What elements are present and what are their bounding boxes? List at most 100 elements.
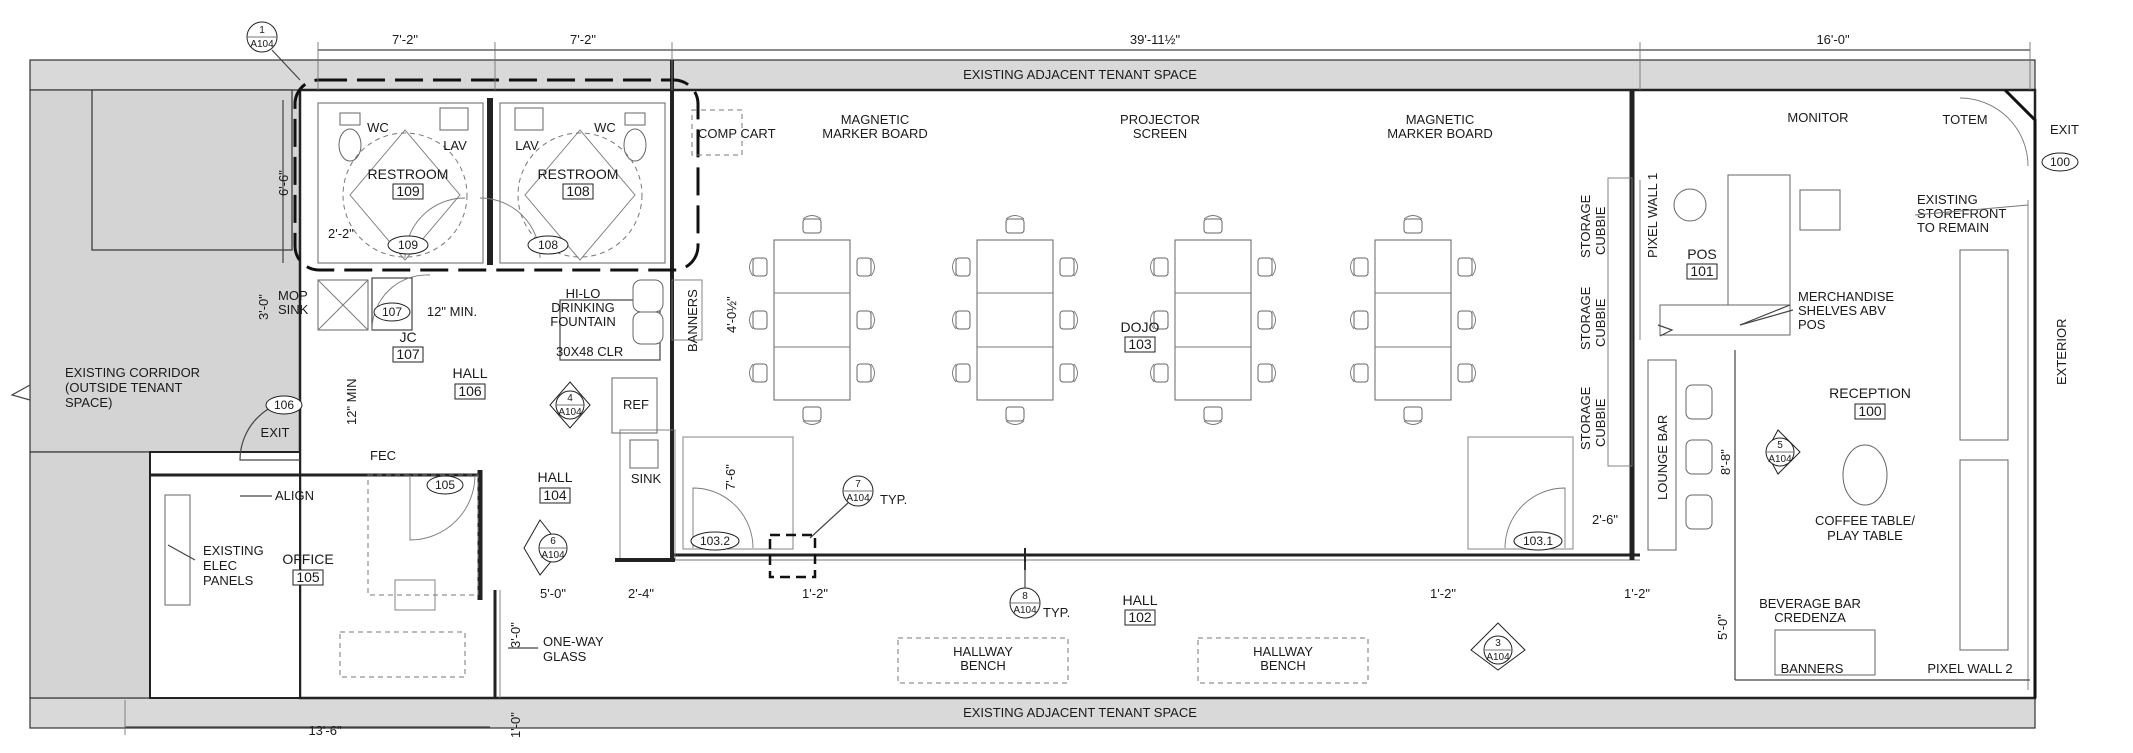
elec-panels (339, 631, 466, 678)
dim-1-2-a: 1'-2" (802, 586, 828, 601)
room-104-name: HALL (537, 469, 572, 485)
label-bench-1a: HALLWAY (953, 644, 1013, 659)
door-tag-108: 108 (538, 238, 558, 252)
room-107-name: JC (399, 329, 416, 345)
label-lounge-bar: LOUNGE BAR (1655, 415, 1670, 500)
label-projector-1: PROJECTOR (1120, 112, 1200, 127)
label-bench-2b: BENCH (1260, 658, 1306, 673)
svg-text:A104: A104 (541, 550, 565, 561)
callout-6-a104: 6 A104 (523, 519, 568, 576)
dim-2-6: 2'-6" (1592, 512, 1618, 527)
door-tag-103-2: 103.2 (700, 534, 730, 548)
room-105-number: 105 (296, 569, 320, 585)
label-typ-1: TYP. (880, 492, 907, 507)
room-101-number: 101 (1690, 263, 1714, 279)
label-adjacent-bottom: EXISTING ADJACENT TENANT SPACE (963, 705, 1197, 720)
dim-3-0-small: 3'-0" (508, 622, 523, 648)
label-elec-3: PANELS (203, 573, 254, 588)
svg-text:A104: A104 (250, 39, 274, 50)
dim-dojo-width: 39'-11½" (1130, 32, 1181, 47)
beverage-credenza (1774, 629, 1876, 676)
label-adjacent-top: EXISTING ADJACENT TENANT SPACE (963, 67, 1197, 82)
label-comp-cart: COMP CART (698, 126, 776, 141)
label-corridor-2: (OUTSIDE TENANT (65, 380, 183, 395)
label-storefront-1: EXISTING (1917, 192, 1978, 207)
svg-text:8: 8 (1022, 591, 1028, 602)
callout-5-a104: 5 A104 (1765, 429, 1801, 475)
room-103-name: DOJO (1121, 319, 1160, 335)
label-mmb-1a: MAGNETIC (841, 112, 910, 127)
dim-5-0-vert: 5'-0" (1715, 614, 1730, 640)
room-102-number: 102 (1128, 609, 1152, 625)
room-103-number: 103 (1128, 336, 1152, 352)
label-monitor: MONITOR (1787, 110, 1848, 125)
room-107-number: 107 (396, 346, 420, 362)
pos-counter (1727, 174, 1791, 306)
dim-1-2-c: 1'-2" (1624, 586, 1650, 601)
label-merch-3: POS (1798, 317, 1826, 332)
label-storage-2a: STORAGE (1578, 286, 1593, 350)
room-108-name: RESTROOM (538, 166, 619, 182)
sofa-upper (1959, 249, 2009, 441)
office-door-swing (409, 474, 476, 541)
label-typ-2: TYP. (1043, 605, 1070, 620)
svg-text:6: 6 (550, 536, 556, 547)
label-elec-1: EXISTING (203, 543, 264, 558)
room-102-name: HALL (1122, 592, 1157, 608)
lounge-bar (1647, 359, 1677, 551)
svg-text:7: 7 (855, 479, 861, 490)
door-tag-103-1: 103.1 (1523, 534, 1553, 548)
callout-3-a104: 3 A104 (1470, 622, 1526, 671)
dim-restroom-2: 7'-2" (570, 32, 596, 47)
label-corridor-3: SPACE) (65, 395, 112, 410)
label-storage-3a: STORAGE (1578, 386, 1593, 450)
room-109-name: RESTROOM (368, 166, 449, 182)
comp-cart (691, 109, 743, 156)
room-105-name: OFFICE (282, 551, 333, 567)
sofa-lower (1959, 459, 2009, 651)
label-clr: 30X48 CLR (556, 344, 623, 359)
svg-text:4: 4 (567, 393, 573, 404)
svg-text:A104: A104 (1486, 652, 1510, 663)
label-oneway-1: ONE-WAY (543, 634, 604, 649)
dim-restroom-1: 7'-2" (392, 32, 418, 47)
label-exit-left: EXIT (261, 425, 290, 440)
label-bench-2a: HALLWAY (1253, 644, 1313, 659)
label-wc-2: WC (594, 120, 616, 135)
dim-2-4: 2'-4" (628, 586, 654, 601)
adjacent-tenant-top (29, 59, 2036, 91)
label-exit-top: EXIT (2050, 122, 2079, 137)
svg-text:A104: A104 (846, 493, 870, 504)
room-104-number: 104 (543, 487, 567, 503)
label-storefront-3: TO REMAIN (1917, 220, 1989, 235)
storefront-door-swing (1959, 97, 2029, 167)
label-mop-1: MOP (278, 288, 308, 303)
label-mmb-1b: MARKER BOARD (822, 126, 927, 141)
room-101-name: POS (1687, 246, 1717, 262)
label-hilo-2: DRINKING (551, 300, 615, 315)
room-100-name: RECEPTION (1829, 385, 1911, 401)
svg-text:A104: A104 (1013, 605, 1037, 616)
room-100-number: 100 (1858, 403, 1882, 419)
dim-office-width: 13'-6" (308, 723, 342, 738)
label-banners-bottom: BANNERS (1781, 661, 1844, 676)
label-pixel-wall-2: PIXEL WALL 2 (1927, 661, 2012, 676)
label-align: ALIGN (275, 488, 314, 503)
svg-text:5: 5 (1777, 440, 1783, 451)
callout-7-a104: 7 A104 (809, 475, 874, 539)
dim-1-0: 1'-0" (508, 712, 523, 738)
label-corridor-1: EXISTING CORRIDOR (65, 365, 200, 380)
dim-5-0: 5'-0" (540, 586, 566, 601)
label-merch-1: MERCHANDISE (1798, 289, 1894, 304)
label-totem: TOTEM (1942, 112, 1987, 127)
callout-1-a104: 1 A104 (246, 21, 301, 81)
label-bench-1b: BENCH (960, 658, 1006, 673)
door-tag-107: 107 (382, 305, 402, 319)
label-oneway-2: GLASS (543, 649, 587, 664)
label-hilo-3: FOUNTAIN (550, 314, 615, 329)
label-storage-2b: CUBBIE (1593, 298, 1608, 347)
svg-text:3: 3 (1495, 638, 1501, 649)
dim-12-min-vert: 12" MIN (344, 378, 359, 425)
room-108-number: 108 (566, 183, 590, 199)
hallway-bench-2 (1197, 637, 1369, 684)
